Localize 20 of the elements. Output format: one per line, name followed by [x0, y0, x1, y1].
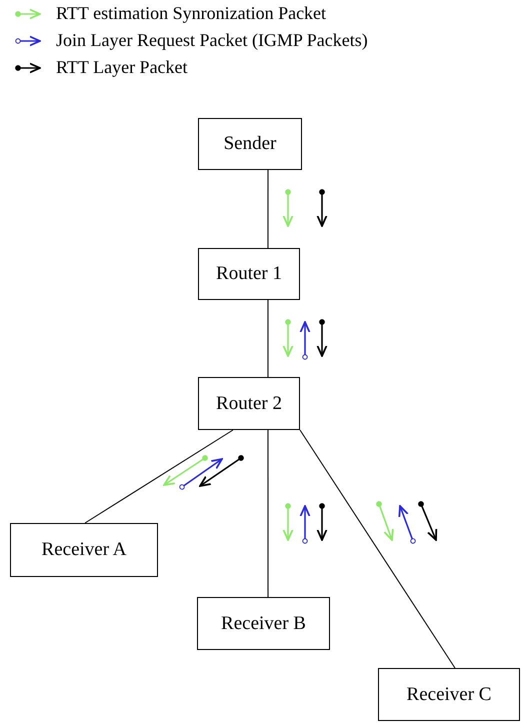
node-label: Receiver B	[221, 612, 306, 634]
node-box	[378, 668, 520, 721]
node-box	[198, 248, 300, 300]
legend-label: Join Layer Request Packet (IGMP Packets)	[56, 30, 368, 50]
connector-line	[267, 430, 269, 598]
node-box	[198, 118, 302, 170]
legend-label: RTT Layer Packet	[56, 57, 188, 77]
connector-line	[300, 430, 456, 668]
node-box	[10, 523, 158, 577]
connector-line	[267, 300, 268, 378]
node-label: Receiver C	[406, 684, 492, 706]
node-label: Router 1	[216, 263, 282, 285]
node-label: Receiver A	[42, 539, 126, 561]
legend-label: RTT estimation Synronization Packet	[56, 3, 326, 23]
connector-line	[267, 170, 268, 248]
node-box	[197, 597, 330, 650]
node-box	[198, 377, 300, 430]
node-label: Sender	[224, 133, 276, 155]
node-label: Router 2	[216, 392, 282, 414]
connector-line	[84, 430, 234, 524]
